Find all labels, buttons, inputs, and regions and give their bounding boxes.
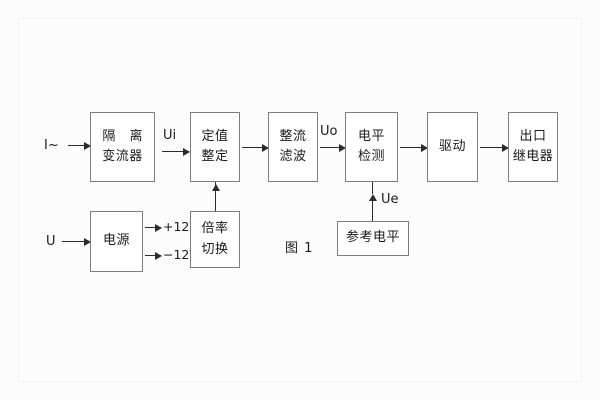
block-isolation-ct-line-1: 隔 离 — [102, 128, 148, 144]
arrow-rectify-to-level-detect — [320, 143, 346, 152]
supply-negative-label: −12V — [163, 247, 198, 262]
ui-signal-label: Ui — [163, 128, 177, 143]
block-output-relay[interactable]: 出口 继电器 — [508, 112, 558, 182]
block-driver[interactable]: 驱动 — [427, 112, 478, 182]
arrow-current-to-isolation — [68, 141, 91, 150]
uo-signal-label: Uo — [320, 124, 338, 139]
block-rectify-filter-line-2: 滤波 — [279, 149, 307, 164]
arrow-ratio-switch-to-setting — [211, 184, 220, 211]
block-level-detect-line-1: 电平 — [357, 128, 385, 144]
block-ratio-switch[interactable]: 倍率 切换 — [190, 211, 240, 268]
block-ratio-switch-line-2: 切换 — [201, 241, 229, 257]
block-reference-level[interactable]: 参考电平 — [337, 221, 409, 256]
block-level-detect[interactable]: 电平 检测 — [345, 112, 398, 182]
arrow-setting-to-rectify — [242, 143, 269, 152]
block-setting[interactable]: 定值 整定 — [190, 112, 240, 182]
block-rectify-filter-line-1: 整流 — [279, 128, 307, 144]
block-isolation-ct-line-2: 变流器 — [102, 149, 143, 164]
ue-signal-label: Ue — [381, 192, 399, 207]
supply-positive-label: +12V — [163, 219, 198, 234]
block-ratio-switch-line-1: 倍率 — [201, 221, 229, 237]
connector-reference-level-detect — [372, 182, 373, 194]
current-input-label: I~ — [44, 138, 59, 153]
arrow-level-detect-to-driver — [400, 143, 428, 152]
block-output-relay-line-1: 出口 — [519, 128, 547, 144]
block-rectify-filter[interactable]: 整流 滤波 — [268, 112, 318, 182]
arrow-supply-negative — [145, 251, 162, 260]
block-setting-line-2: 整定 — [201, 149, 229, 164]
block-reference-level-line-1: 参考电平 — [345, 230, 400, 246]
voltage-input-label: U — [46, 234, 56, 249]
block-output-relay-line-2: 继电器 — [512, 149, 554, 164]
block-power-supply-line-1: 电源 — [102, 233, 130, 249]
arrow-supply-positive — [145, 223, 162, 232]
connector-ratio-switch-setting — [215, 182, 216, 191]
arrow-voltage-to-power-supply — [62, 237, 91, 246]
block-isolation-ct[interactable]: 隔 离 变流器 — [90, 112, 155, 182]
block-level-detect-line-2: 检测 — [357, 149, 385, 164]
diagram-frame — [18, 18, 582, 382]
arrow-isolation-to-setting — [162, 147, 190, 156]
arrow-driver-to-output-relay — [480, 143, 509, 152]
block-power-supply[interactable]: 电源 — [90, 211, 143, 272]
block-setting-line-1: 定值 — [201, 128, 229, 144]
arrow-reference-to-level-detect — [368, 194, 377, 221]
block-driver-line-1: 驱动 — [438, 138, 466, 154]
figure-caption: 图 1 — [285, 241, 314, 256]
